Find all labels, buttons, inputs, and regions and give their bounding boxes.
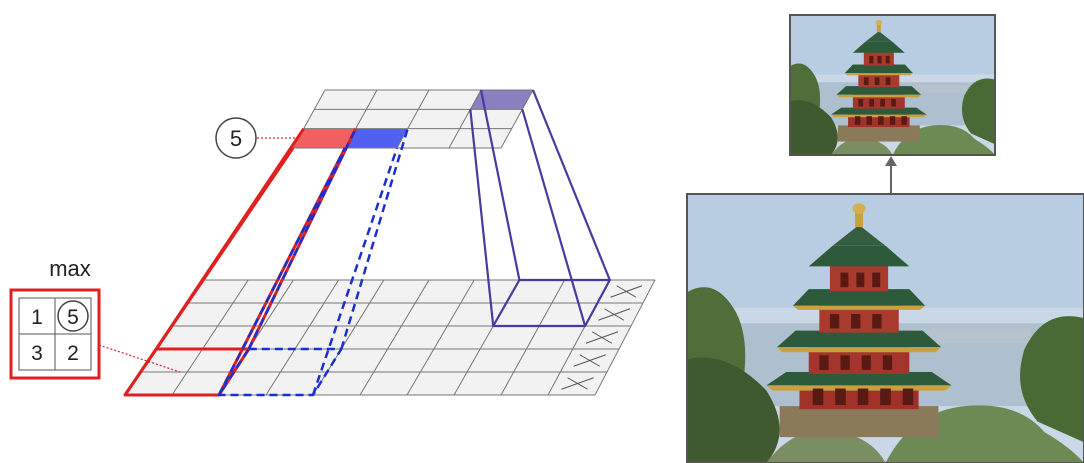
input-grid-vline bbox=[171, 279, 249, 396]
output-marker-value: 5 bbox=[230, 126, 242, 151]
padding-x-mark bbox=[573, 354, 606, 367]
purple-window-edge bbox=[469, 109, 495, 327]
input-feature-map bbox=[124, 279, 656, 396]
pool-value-0: 1 bbox=[31, 306, 43, 329]
pagoda-photo-large-icon bbox=[686, 193, 1084, 463]
blue-window-edge bbox=[247, 128, 357, 350]
blue-window-edge bbox=[311, 147, 399, 396]
output-cell-red bbox=[293, 128, 356, 148]
purple-window-edge bbox=[521, 109, 587, 327]
downsample-arrow bbox=[885, 156, 897, 194]
output-grid-vline bbox=[448, 89, 482, 149]
output-grid-vline bbox=[500, 89, 534, 149]
padding-x-mark bbox=[561, 377, 594, 390]
input-grid-fill bbox=[125, 280, 655, 395]
output-grid-vline bbox=[396, 89, 430, 149]
pool-value-1: 5 bbox=[67, 306, 79, 329]
input-grid-vline bbox=[594, 279, 656, 396]
input-grid-vline bbox=[265, 279, 340, 396]
output-cell-purple bbox=[470, 90, 533, 110]
pooled-feature-map bbox=[292, 89, 534, 149]
purple-window-edge bbox=[479, 89, 521, 281]
purple-window-edge bbox=[531, 89, 611, 281]
input-grid-vline bbox=[406, 279, 475, 396]
blue-window-edge bbox=[217, 147, 347, 396]
padding-x-mark bbox=[585, 331, 619, 344]
pool-operation-label: max bbox=[49, 256, 91, 281]
input-grid-vline bbox=[359, 279, 430, 396]
red-window-edge bbox=[123, 147, 295, 396]
pool-value-2: 3 bbox=[31, 342, 43, 365]
input-grid-vline bbox=[500, 279, 566, 396]
output-cell-blue bbox=[345, 128, 408, 148]
pool-value-3: 2 bbox=[67, 342, 79, 365]
padding-x-mark bbox=[610, 285, 643, 298]
pool-window: max 1 5 3 2 bbox=[9, 256, 181, 380]
pooling-projections bbox=[123, 89, 611, 397]
pagoda-photo-small-icon bbox=[789, 14, 996, 156]
output-marker: 5 bbox=[215, 117, 298, 159]
purple-window-base bbox=[492, 278, 611, 328]
padding-x-mark bbox=[598, 308, 631, 321]
